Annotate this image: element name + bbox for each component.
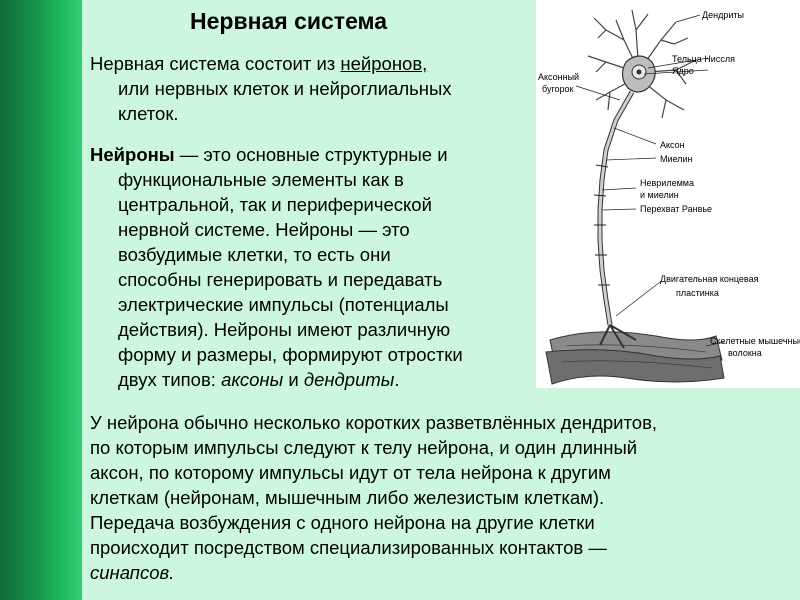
synapse-line-6: происходит посредством специализированны… [90,537,607,558]
label-axon-hillock-1: Аксонный [538,72,579,82]
label-endplate-1: Двигательная концевая [660,274,759,284]
neurons-line-4: нервной системе. Нейроны — это [118,219,410,240]
label-ranvier: Перехват Ранвье [640,204,712,214]
neurons-link: нейронов, [340,53,428,74]
nucleolus-drawing [636,69,642,75]
label-muscle-2: волокна [728,348,762,358]
neurons-line-2: функциональные элементы как в [118,169,404,190]
neurons-line-3: центральной, так и периферической [118,194,432,215]
label-nissl: Тельца Ниссля [672,54,735,64]
intro-line-3: клеток. [118,103,179,124]
label-neurilemma-2: и миелин [640,190,679,200]
paragraph-dendrites-axon: У нейрона обычно несколько коротких разв… [90,410,795,585]
intro-line-2: или нервных клеток и нейроглиальных [118,78,452,99]
label-axon: Аксон [660,140,685,150]
axons-term: аксоны [221,369,284,390]
neurons-line-10: двух типов: аксоны и дендриты. [118,369,400,390]
dendrites-term: дендриты [303,369,395,390]
paragraph-intro: Нервная система состоит из нейронов, или… [90,51,530,126]
neuron-diagram: Дендриты Тельца Ниссля Ядро Аксонный буг… [536,0,800,388]
synapse-line-2: по которым импульсы следуют к телу нейро… [90,437,638,458]
synapse-line-5: Передача возбуждения с одного нейрона на… [90,512,595,533]
neurons-line-1: Нейроны — это основные структурные и [90,144,448,165]
neurons-line-8: действия). Нейроны имеют различную [118,319,451,340]
label-myelin: Миелин [660,154,693,164]
label-neurilemma-1: Неврилемма [640,178,694,188]
neurons-term: Нейроны [90,144,175,165]
muscle-fibers-drawing [545,324,725,385]
label-nucleus: Ядро [672,66,694,76]
leader-lines [575,14,725,347]
neurons-line-9: форму и размеры, формируют отростки [118,344,463,365]
axon-drawing [593,90,635,326]
neurons-line-6: способны генерировать и передавать [118,269,443,290]
slide-title: Нервная система [190,8,388,34]
neurons-line-5: возбудимые клетки, то есть они [118,244,391,265]
label-axon-hillock-2: бугорок [542,84,574,94]
label-muscle-1: Скелетные мышечные [710,336,800,346]
neurons-line-7: электрические импульсы (потенциалы [118,294,449,315]
neuron-illustration: Дендриты Тельца Ниссля Ядро Аксонный буг… [538,9,800,385]
synapse-line-4: клеткам (нейронам, мышечным либо железис… [90,487,605,508]
label-endplate-2: пластинка [676,288,719,298]
paragraph-neurons: Нейроны — это основные структурные и фун… [90,142,535,392]
synapses-term: синапсов. [90,562,175,583]
synapse-line-7: синапсов. [90,560,795,585]
intro-line-1: Нервная система состоит из нейронов, [90,53,428,74]
label-dendrites: Дендриты [702,10,744,20]
decorative-side-bar [0,0,82,600]
synapse-line-1: У нейрона обычно несколько коротких разв… [90,412,658,433]
synapse-line-3: аксон, по которому импульсы идут от тела… [90,462,611,483]
